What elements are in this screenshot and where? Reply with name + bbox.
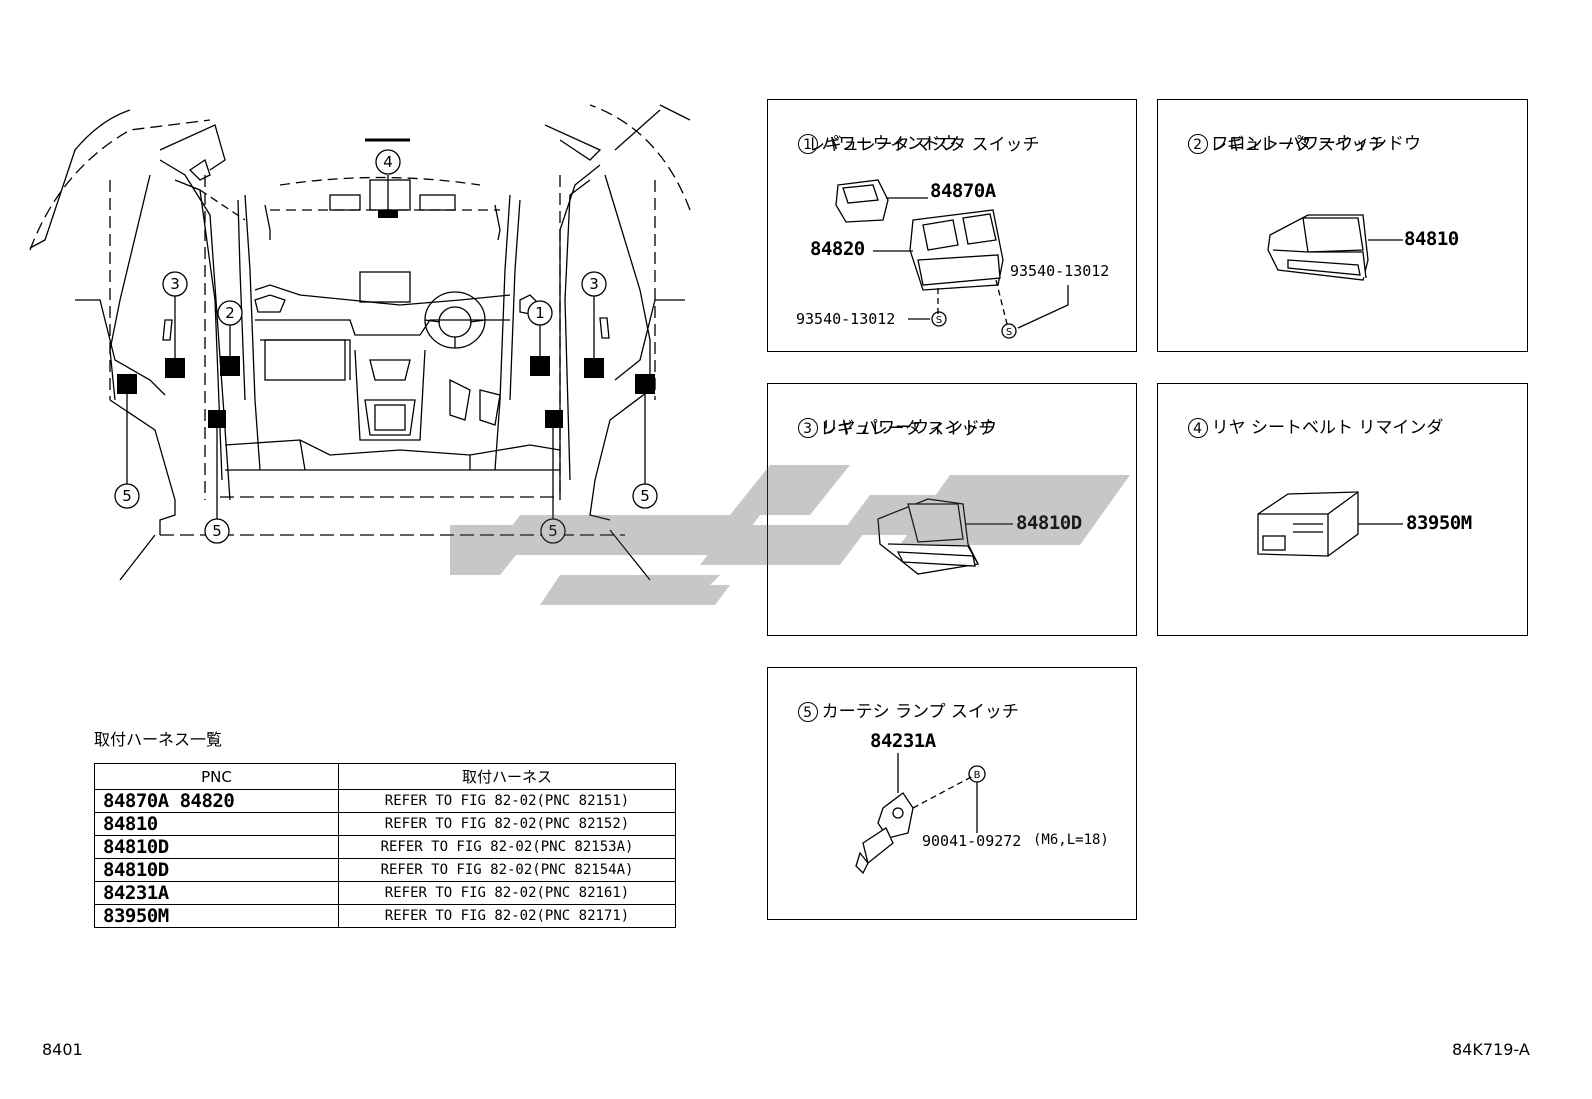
table-row: 84810D REFER TO FIG 82-02(PNC 82153A) (94, 835, 676, 859)
part-84820: 84820 (810, 238, 865, 260)
callout-3-right: 3 (589, 275, 599, 293)
screw-symbol-2: S (1006, 327, 1012, 338)
seatbelt-reminder-drawing (1257, 491, 1403, 557)
harness-table-title: 取付ハーネス一覧 (94, 730, 223, 749)
panel-1-title-line2: レギュレータ マスタ スイッチ (808, 135, 1040, 155)
harness-header-pnc: PNC (94, 763, 339, 790)
front-switch-drawing (1267, 214, 1403, 281)
vehicle-interior-diagram: 4 3 2 1 3 5 5 5 5 (29, 104, 691, 581)
panel-2-title-line1: フロント パワーウィンドウ (1211, 134, 1422, 154)
callout-2: 2 (225, 304, 235, 322)
switch-location-markers (117, 210, 655, 428)
panel-2-title-line2: レギュレータ スイッチ (1210, 135, 1386, 155)
footer-figure-code: 84K719-A (1452, 1040, 1530, 1059)
panel-4-title-line1: リヤ シートベルト リマインダ (1211, 418, 1444, 438)
panel-3-title-line2: レギュレータ スイッチ (820, 419, 996, 439)
panel-1-title-line1: パワーウィンドウ (821, 134, 958, 154)
callout-numbers: 4 3 2 1 3 5 5 5 5 (122, 153, 650, 540)
courtesy-switch-drawing: B (855, 753, 986, 875)
panel-1-number: 1 (797, 134, 818, 154)
table-row: 83950M REFER TO FIG 82-02(PNC 82171) (94, 904, 676, 928)
callout-5-c: 5 (548, 522, 558, 540)
harness-header-harness: 取付ハーネス (338, 763, 676, 790)
part-84870A: 84870A (930, 180, 996, 202)
callout-5-d: 5 (640, 487, 650, 505)
table-row: 84810D REFER TO FIG 82-02(PNC 82154A) (94, 858, 676, 882)
panel-2-number: 2 (1187, 134, 1208, 154)
panel-4-number: 4 (1187, 418, 1208, 438)
watermark-logo (450, 465, 1130, 605)
part-84231A: 84231A (870, 730, 936, 752)
footer-page-code: 8401 (42, 1040, 83, 1059)
part-84810: 84810 (1404, 228, 1459, 250)
part-90041-09272: 90041-09272 (922, 832, 1022, 850)
panel-5-number: 5 (797, 702, 818, 722)
callout-1: 1 (535, 304, 545, 322)
table-row: 84810 REFER TO FIG 82-02(PNC 82152) (94, 812, 676, 836)
table-row: 84231A REFER TO FIG 82-02(PNC 82161) (94, 881, 676, 905)
part-83950M: 83950M (1406, 512, 1472, 534)
callout-5-b: 5 (212, 522, 222, 540)
part-84810D: 84810D (1016, 512, 1082, 534)
panel-3-rear-switch: 3リヤ パワーウィンドウ レギュレータ スイッチ 84810D (767, 383, 1137, 636)
panel-3-title-line1: リヤ パワーウィンドウ (821, 418, 998, 438)
panel-5-title-line1: カーテシ ランプ スイッチ (821, 702, 1019, 722)
callout-5-a: 5 (122, 487, 132, 505)
table-row: 84870A 84820 REFER TO FIG 82-02(PNC 8215… (94, 789, 676, 813)
callout-4: 4 (383, 153, 393, 171)
rear-switch-drawing (877, 498, 1013, 575)
master-switch-drawing: S S (835, 179, 1069, 339)
harness-table: PNC 取付ハーネス 84870A 84820 REFER TO FIG 82-… (94, 763, 676, 928)
part-93540-13012-left: 93540-13012 (796, 310, 896, 328)
callout-3-left: 3 (170, 275, 180, 293)
part-93540-13012-right: 93540-13012 (1010, 262, 1110, 280)
panel-3-number: 3 (797, 418, 818, 438)
screw-symbol-1: S (936, 315, 942, 326)
bolt-symbol: B (974, 770, 981, 781)
bolt-spec: (M6,L=18) (1033, 832, 1109, 848)
